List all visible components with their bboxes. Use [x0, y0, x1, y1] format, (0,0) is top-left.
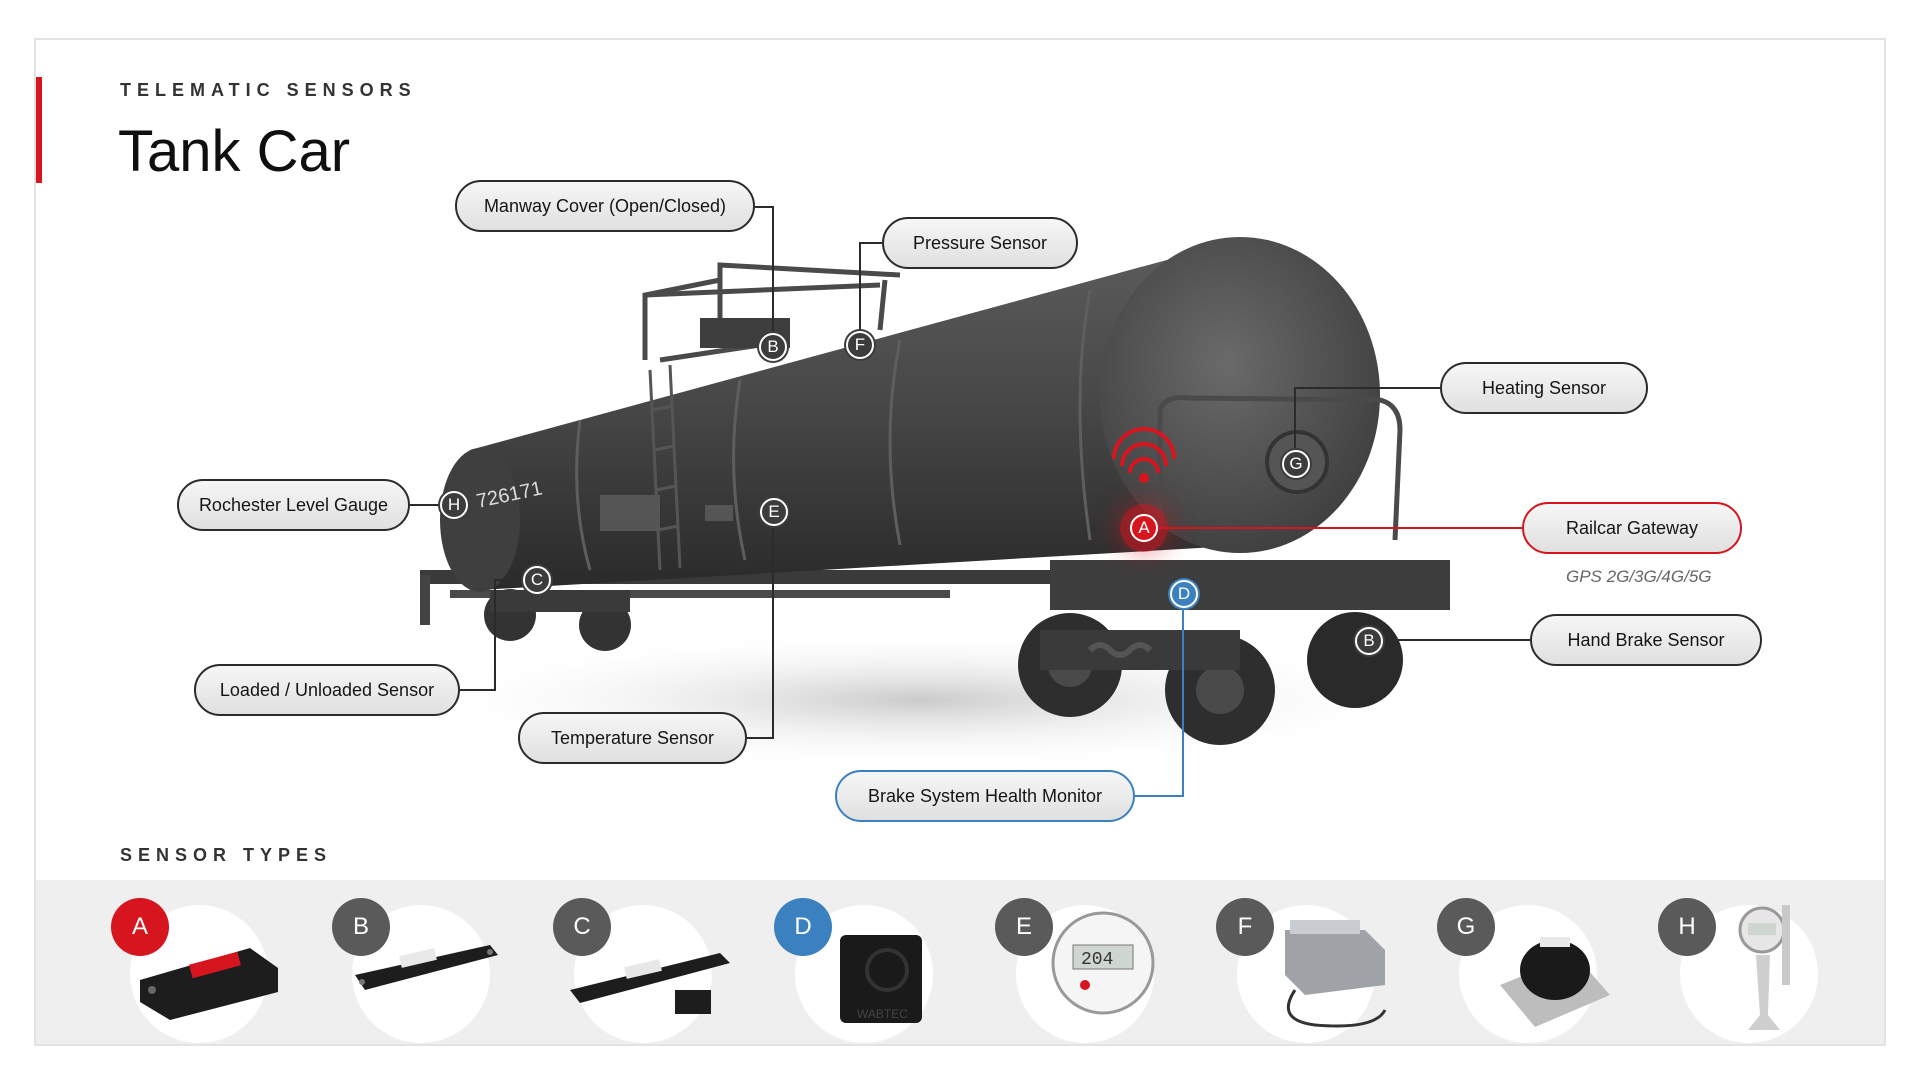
temperature-sensor-device-icon: 204 — [1051, 911, 1155, 1015]
gauge-reading: 204 — [1081, 950, 1113, 970]
callout-heating-sensor[interactable]: Heating Sensor — [1440, 362, 1648, 414]
marker-manway[interactable]: B — [759, 333, 787, 361]
sensor-type-badge-h[interactable]: H — [1658, 898, 1716, 956]
wifi-signal-icon — [1112, 427, 1176, 483]
line-heating — [1294, 387, 1440, 465]
line-pressure — [859, 242, 882, 343]
callout-manway-cover[interactable]: Manway Cover (Open/Closed) — [455, 180, 755, 232]
front-truck — [484, 589, 631, 651]
sensor-type-badge-c[interactable]: C — [553, 898, 611, 956]
sensor-type-badge-b[interactable]: B — [332, 898, 390, 956]
sensor-type-badge-a[interactable]: A — [111, 898, 169, 956]
line-manway — [755, 206, 774, 345]
marker-pressure[interactable]: F — [846, 331, 874, 359]
marker-gateway[interactable]: A — [1130, 514, 1158, 542]
brake-health-monitor-device-icon: WABTEC — [840, 935, 922, 1023]
slide-frame — [34, 38, 1886, 1046]
line-brake-health — [1135, 593, 1184, 797]
loaded-unloaded-sensor-device-icon — [570, 953, 730, 1014]
tank-front-cap — [440, 448, 520, 592]
callout-loaded-unloaded-sensor[interactable]: Loaded / Unloaded Sensor — [194, 664, 460, 716]
callout-rochester-level-gauge[interactable]: Rochester Level Gauge — [177, 479, 410, 531]
hand-brake-sensor-device-icon — [355, 945, 498, 990]
callout-temperature-sensor[interactable]: Temperature Sensor — [518, 712, 747, 764]
line-temperature — [747, 512, 774, 739]
callout-pressure-sensor[interactable]: Pressure Sensor — [882, 217, 1078, 269]
marker-brake-health[interactable]: D — [1170, 580, 1198, 608]
marker-heating[interactable]: G — [1282, 450, 1310, 478]
page-title: Tank Car — [118, 119, 351, 184]
ladder — [648, 364, 682, 571]
pressure-sensor-device-icon — [1285, 920, 1387, 1028]
rochester-gauge-device-icon — [1738, 905, 1790, 1030]
callout-hand-brake-sensor[interactable]: Hand Brake Sensor — [1530, 614, 1762, 666]
marker-loaded[interactable]: C — [523, 566, 551, 594]
sensor-type-badge-e[interactable]: E — [995, 898, 1053, 956]
sensor-types-heading: SENSOR TYPES — [120, 845, 333, 865]
sensor-type-badge-d[interactable]: D — [774, 898, 832, 956]
tank-body — [470, 240, 1250, 590]
section-kicker: TELEMATIC SENSORS — [120, 80, 417, 100]
line-loaded — [460, 579, 537, 691]
marker-rochester[interactable]: H — [440, 491, 468, 519]
device-brand-text: WABTEC — [857, 1007, 908, 1021]
callout-railcar-gateway[interactable]: Railcar Gateway — [1522, 502, 1742, 554]
sensor-type-badge-f[interactable]: F — [1216, 898, 1274, 956]
gateway-connectivity-note: GPS 2G/3G/4G/5G — [1566, 567, 1712, 586]
marker-handbrake[interactable]: B — [1355, 627, 1383, 655]
tank-rear-end — [1100, 237, 1380, 553]
heating-sensor-device-icon — [1500, 937, 1610, 1027]
accent-bar — [36, 77, 42, 183]
sensor-type-badge-g[interactable]: G — [1437, 898, 1495, 956]
marker-temperature[interactable]: E — [760, 498, 788, 526]
callout-brake-system-health-monitor[interactable]: Brake System Health Monitor — [835, 770, 1135, 822]
railcar-gateway-device-icon — [140, 948, 278, 1020]
